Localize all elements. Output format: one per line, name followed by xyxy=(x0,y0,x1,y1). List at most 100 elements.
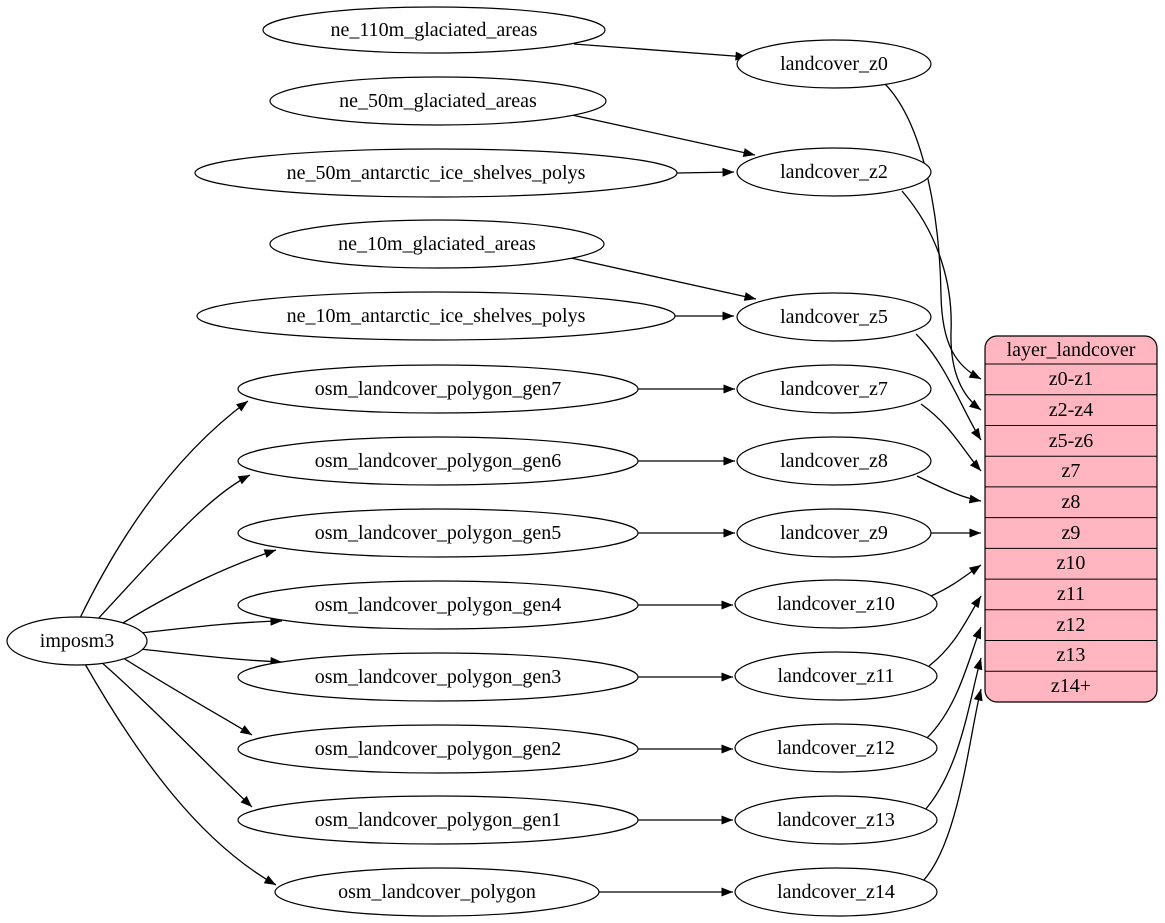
table-row-z10: z10 xyxy=(1057,552,1086,574)
node-landcover-z5-shape xyxy=(736,292,932,342)
node-ne-50m-glaciated-areas-shape xyxy=(269,76,607,126)
table-row-z12: z12 xyxy=(1057,614,1086,636)
node-ne-50m-glaciated-areas: ne_50m_glaciated_areas xyxy=(269,76,607,126)
node-landcover-z0-shape xyxy=(736,39,932,89)
node-imposm3: imposm3 xyxy=(6,616,148,666)
node-ne-10m-glaciated-areas-shape xyxy=(269,219,605,269)
node-osm-landcover-polygon-gen5-label: osm_landcover_polygon_gen5 xyxy=(315,522,562,544)
node-osm-landcover-polygon-gen1-shape xyxy=(237,795,639,845)
edge-z13-to-row-z13 xyxy=(924,657,983,811)
node-landcover-z2-label: landcover_z2 xyxy=(780,161,888,183)
node-landcover-z12-shape xyxy=(734,723,938,773)
node-landcover-z14-shape xyxy=(734,867,938,917)
edge-imposm3-to-gen2 xyxy=(119,655,253,736)
edge-z0-to-row-z0-z1 xyxy=(884,83,982,380)
node-landcover-z13-label: landcover_z13 xyxy=(777,809,895,831)
node-landcover-z0-label: landcover_z0 xyxy=(780,53,888,75)
node-landcover-z12-label: landcover_z12 xyxy=(777,737,895,759)
node-osm-landcover-polygon-shape xyxy=(274,867,600,917)
edge-imposm3-to-polygon xyxy=(84,663,277,886)
edge-ne50m-glaciated-to-z2 xyxy=(571,114,756,157)
node-landcover-z5: landcover_z5 xyxy=(736,292,932,342)
node-osm-landcover-polygon-gen7-label: osm_landcover_polygon_gen7 xyxy=(315,378,562,400)
node-layer-landcover-table: layer_landcover z0-z1 z2-z4 z5-z6 z7 z8 … xyxy=(984,335,1158,703)
node-ne-10m-glaciated-areas: ne_10m_glaciated_areas xyxy=(269,219,605,269)
node-osm-landcover-polygon-gen3: osm_landcover_polygon_gen3 xyxy=(237,652,639,702)
node-osm-landcover-polygon-gen2-shape xyxy=(237,724,639,774)
table-row-z5-z6: z5-z6 xyxy=(1049,430,1093,452)
node-osm-landcover-polygon-gen2: osm_landcover_polygon_gen2 xyxy=(237,724,639,774)
node-landcover-z14-label: landcover_z14 xyxy=(777,881,895,903)
node-landcover-z9: landcover_z9 xyxy=(736,508,932,558)
edge-z12-to-row-z12 xyxy=(926,626,982,739)
edge-group xyxy=(79,43,983,897)
node-landcover-z13-shape xyxy=(734,795,938,845)
table-row-z14plus: z14+ xyxy=(1051,675,1091,697)
node-ne-50m-antarctic-ice-shelves-polys: ne_50m_antarctic_ice_shelves_polys xyxy=(194,148,678,198)
table-row-z11: z11 xyxy=(1057,583,1085,605)
table-row-z13: z13 xyxy=(1057,644,1086,666)
node-landcover-z8-label: landcover_z8 xyxy=(780,450,888,472)
edge-imposm3-to-gen5 xyxy=(117,549,277,627)
table-row-z7: z7 xyxy=(1062,460,1081,482)
node-landcover-z9-shape xyxy=(736,508,932,558)
edge-ne10m-glaciated-to-z5 xyxy=(570,257,757,301)
node-ne-10m-antarctic-ice-shelves-polys: ne_10m_antarctic_ice_shelves_polys xyxy=(196,291,676,341)
node-landcover-z2-shape xyxy=(736,147,932,197)
edge-imposm3-to-gen7 xyxy=(79,400,249,619)
node-landcover-z8-shape xyxy=(736,436,932,486)
node-osm-landcover-polygon-gen3-shape xyxy=(237,652,639,702)
edge-z2-to-row-z2-z4 xyxy=(901,190,982,411)
node-ne-110m-glaciated-areas: ne_110m_glaciated_areas xyxy=(262,6,606,54)
node-landcover-z10: landcover_z10 xyxy=(734,579,938,629)
node-landcover-z11-label: landcover_z11 xyxy=(778,665,895,687)
node-osm-landcover-polygon-gen5-shape xyxy=(237,508,639,558)
node-ne-10m-antarctic-ice-shelves-polys-shape xyxy=(196,291,676,341)
node-landcover-z13: landcover_z13 xyxy=(734,795,938,845)
node-osm-landcover-polygon-gen6: osm_landcover_polygon_gen6 xyxy=(237,436,639,486)
table-row-z8: z8 xyxy=(1062,491,1081,513)
edge-imposm3-to-gen4 xyxy=(139,616,283,634)
edge-z7-to-row-z7 xyxy=(920,403,982,472)
node-landcover-z8: landcover_z8 xyxy=(736,436,932,486)
node-landcover-z0: landcover_z0 xyxy=(736,39,932,89)
node-osm-landcover-polygon-gen6-shape xyxy=(237,436,639,486)
node-osm-landcover-polygon-gen4-shape xyxy=(237,580,639,630)
node-landcover-z5-label: landcover_z5 xyxy=(780,306,888,328)
table-row-z2-z4: z2-z4 xyxy=(1049,399,1093,421)
node-osm-landcover-polygon-gen2-label: osm_landcover_polygon_gen2 xyxy=(315,738,562,760)
node-landcover-z10-shape xyxy=(734,579,938,629)
node-osm-landcover-polygon-gen6-label: osm_landcover_polygon_gen6 xyxy=(315,450,562,472)
node-ne-10m-antarctic-ice-shelves-polys-label: ne_10m_antarctic_ice_shelves_polys xyxy=(287,305,586,327)
edge-z10-to-row-z10 xyxy=(930,564,982,597)
edge-imposm3-to-gen1 xyxy=(99,660,253,808)
node-landcover-z7: landcover_z7 xyxy=(736,364,932,414)
edge-imposm3-to-gen3 xyxy=(139,648,283,667)
node-ne-110m-glaciated-areas-label: ne_110m_glaciated_areas xyxy=(331,19,538,41)
node-osm-landcover-polygon-gen5: osm_landcover_polygon_gen5 xyxy=(237,508,639,558)
layer-landcover-table-box xyxy=(984,335,1158,703)
table-title: layer_landcover xyxy=(1007,339,1136,361)
node-ne-50m-antarctic-ice-shelves-polys-shape xyxy=(194,148,678,198)
node-landcover-z9-label: landcover_z9 xyxy=(780,522,888,544)
node-landcover-z2: landcover_z2 xyxy=(736,147,932,197)
edge-ne50m-antarctic-to-z2 xyxy=(676,167,735,177)
node-osm-landcover-polygon-gen4: osm_landcover_polygon_gen4 xyxy=(237,580,639,630)
edge-z11-to-row-z11 xyxy=(928,595,982,667)
node-imposm3-shape xyxy=(6,616,148,666)
node-osm-landcover-polygon-gen4-label: osm_landcover_polygon_gen4 xyxy=(315,594,562,616)
edge-imposm3-to-gen6 xyxy=(95,474,251,622)
node-ne-10m-glaciated-areas-label: ne_10m_glaciated_areas xyxy=(338,233,536,255)
table-row-z0-z1: z0-z1 xyxy=(1049,368,1093,390)
edge-z8-to-row-z8 xyxy=(916,475,982,504)
node-osm-landcover-polygon-gen3-label: osm_landcover_polygon_gen3 xyxy=(315,666,562,688)
node-osm-landcover-polygon: osm_landcover_polygon xyxy=(274,867,600,917)
node-osm-landcover-polygon-gen1-label: osm_landcover_polygon_gen1 xyxy=(315,809,562,831)
edge-z14-to-row-z14plus xyxy=(922,688,983,882)
node-imposm3-label: imposm3 xyxy=(40,630,114,652)
node-osm-landcover-polygon-label: osm_landcover_polygon xyxy=(338,881,536,903)
node-ne-110m-glaciated-areas-shape xyxy=(262,6,606,54)
node-group: imposm3 ne_110m_glaciated_areas ne_50m_g… xyxy=(6,6,938,917)
